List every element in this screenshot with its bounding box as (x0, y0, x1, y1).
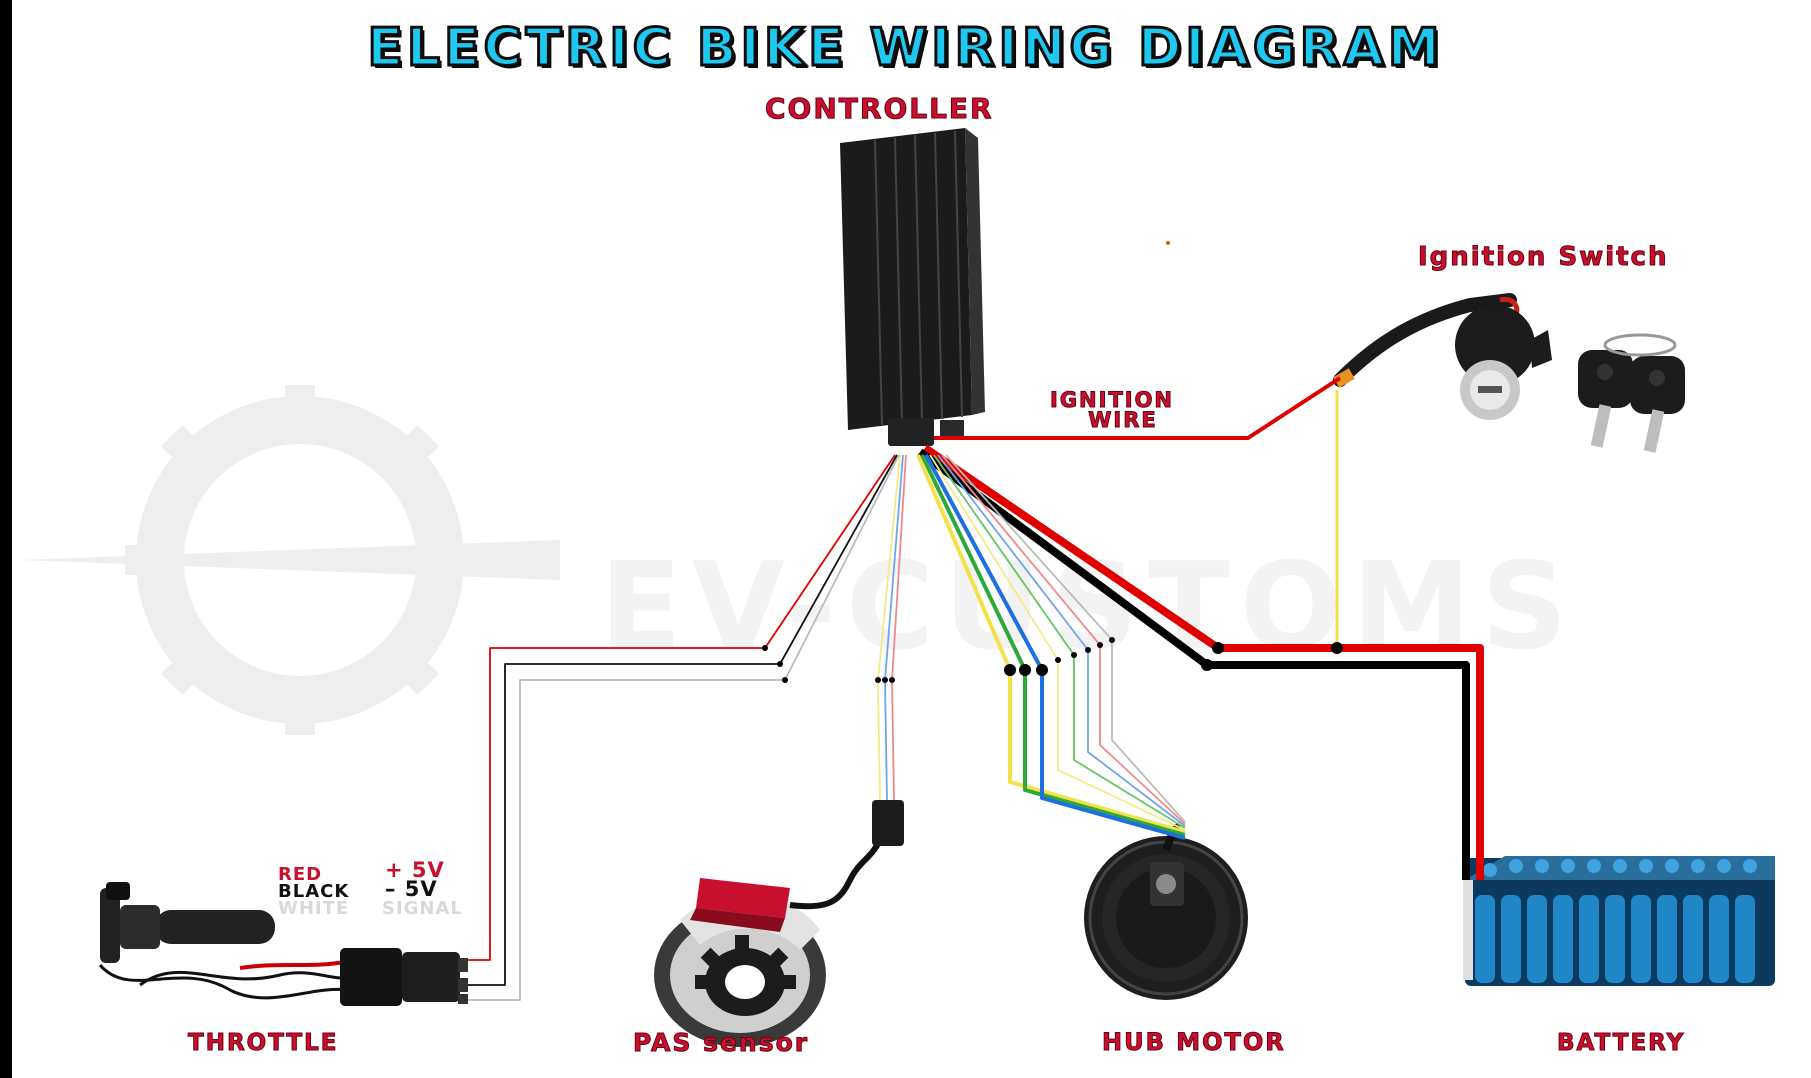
label-ignition-wire-line2: WIRE (1088, 408, 1158, 432)
label-ignition-wire-line1: IGNITION (1049, 388, 1175, 412)
label-battery: BATTERY (1556, 1030, 1686, 1057)
label-pas-sensor: PAS sensor (632, 1028, 810, 1058)
pas-sensor-icon (654, 800, 904, 1047)
throttle-icon (98, 882, 468, 1006)
throttle-wire-black-label: BLACK (278, 881, 350, 902)
diagram-title: ELECTRIC BIKE WIRING DIAGRAM (366, 17, 1444, 80)
ignition-keys-icon (1578, 333, 1685, 453)
throttle-wire-red-function: + 5V (385, 858, 445, 882)
throttle-wires (468, 454, 900, 1001)
battery-icon (1463, 856, 1775, 986)
battery-power-wires (917, 444, 1484, 880)
ignition-switch-icon (1333, 293, 1552, 420)
hub-motor-wires (916, 454, 1186, 840)
throttle-wire-white-label: WHITE (278, 898, 350, 919)
label-ignition-wire: IGNITION WIRE (1049, 388, 1175, 432)
pas-sensor-wires (875, 454, 907, 801)
left-edge-bar (0, 0, 12, 1078)
stray-dot (1166, 241, 1170, 245)
throttle-wire-black-function: – 5V (385, 877, 438, 901)
label-throttle: THROTTLE (187, 1030, 339, 1057)
throttle-wire-red-label: RED (278, 864, 323, 885)
hub-motor-icon (1084, 822, 1248, 1000)
controller-icon (840, 128, 985, 446)
watermark-gear-icon (20, 385, 560, 735)
label-hub-motor: HUB MOTOR (1102, 1028, 1286, 1057)
throttle-wire-white-function: SIGNAL (382, 898, 463, 919)
label-controller: CONTROLLER (765, 92, 994, 126)
ignition-wire (934, 376, 1342, 648)
label-ignition-switch: Ignition Switch (1417, 242, 1669, 273)
